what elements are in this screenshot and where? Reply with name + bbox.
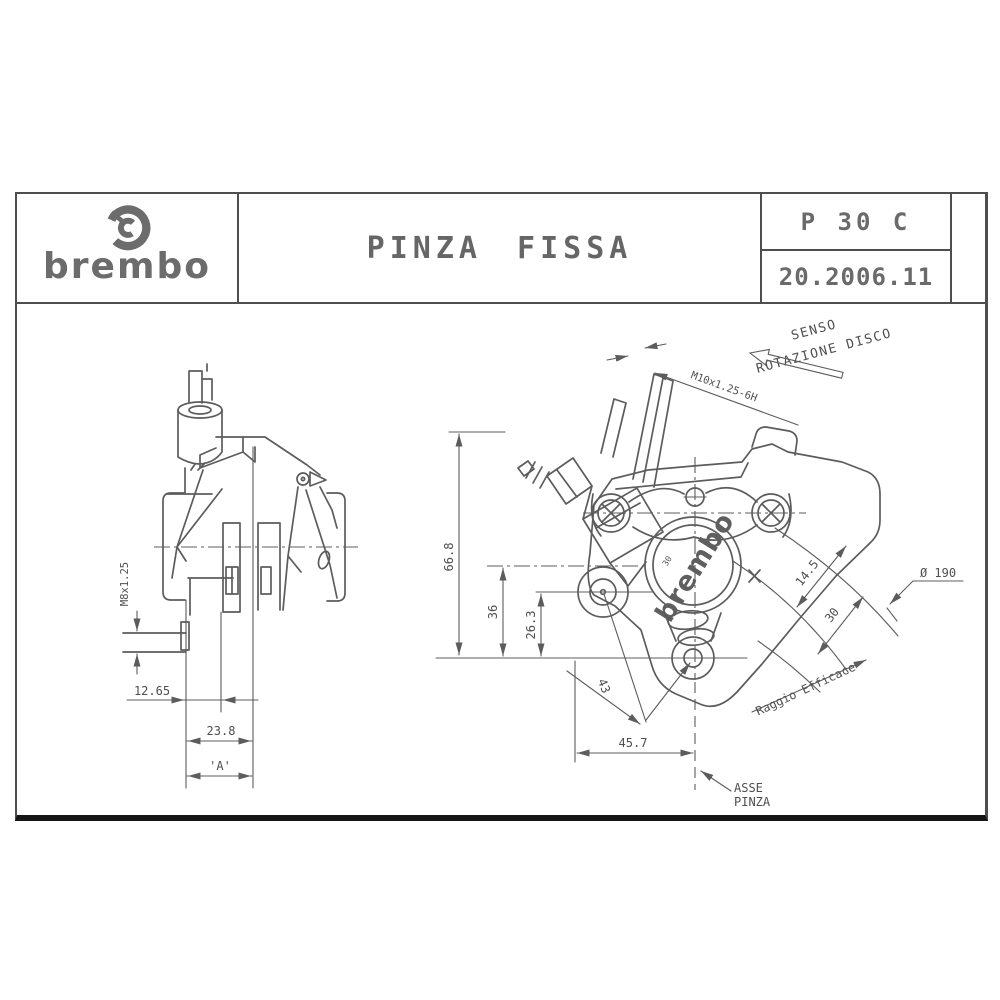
part-code: P 30 C bbox=[762, 194, 950, 251]
title-block-code-cell: P 30 C 20.2006.11 bbox=[762, 194, 952, 302]
asse-pinza-callout: ASSE PINZA bbox=[700, 770, 771, 809]
front-height-value: 66.8 bbox=[442, 543, 456, 572]
thread-callout: M10x1.25-6H bbox=[606, 342, 799, 426]
front-30-dimension: 30 bbox=[817, 596, 864, 655]
asse-pinza-line1: ASSE bbox=[734, 781, 763, 795]
front-height-dimension: 66.8 bbox=[442, 433, 463, 656]
senso-line1: SENSO bbox=[790, 317, 839, 344]
side-total-dimension: 'A' bbox=[186, 759, 253, 780]
side-offset-dimension: 12.65 bbox=[126, 684, 259, 704]
side-width-dimension: 23.8 bbox=[186, 724, 253, 745]
front-145-value: 14.5 bbox=[793, 557, 822, 588]
front-145-dimension: 14.5 bbox=[793, 545, 847, 608]
front-263-value: 26.3 bbox=[524, 611, 538, 640]
front-457-dimension: 45.7 bbox=[574, 660, 694, 763]
title-block-logo-cell: brembo bbox=[17, 194, 239, 302]
front-36-value: 36 bbox=[486, 605, 500, 619]
cast-number: 30 bbox=[661, 555, 675, 569]
side-offset-value: 12.65 bbox=[134, 684, 170, 698]
raggio-efficace-callout: Raggio Efficace bbox=[751, 659, 867, 718]
raggio-efficace-label: Raggio Efficace bbox=[754, 660, 858, 718]
front-36-dimension: 36 bbox=[486, 567, 507, 657]
front-263-dimension: 26.3 bbox=[524, 593, 545, 657]
front-43-dimension: 43 bbox=[566, 593, 691, 725]
side-total-value: 'A' bbox=[209, 759, 231, 773]
drawing-title: PINZA FISSA bbox=[366, 230, 633, 266]
drawing-frame: brembo PINZA FISSA P 30 C 20.2006.11 bbox=[15, 192, 988, 821]
brembo-wordmark: brembo bbox=[43, 246, 211, 287]
side-view: M8x1.25 12.65 23.8 'A' bbox=[119, 363, 358, 789]
rotation-arrow-icon bbox=[748, 348, 844, 379]
brembo-logo-icon bbox=[105, 205, 151, 251]
title-block: brembo PINZA FISSA P 30 C 20.2006.11 bbox=[17, 194, 985, 304]
front-30-value: 30 bbox=[822, 605, 842, 625]
front-457-value: 45.7 bbox=[619, 736, 648, 750]
side-thread-dimension: M8x1.25 bbox=[119, 562, 141, 675]
front-43-value: 43 bbox=[595, 677, 613, 696]
title-block-title-cell: PINZA FISSA bbox=[239, 194, 762, 302]
thread-value: M10x1.25-6H bbox=[689, 369, 758, 404]
banjo-bleed-assembly bbox=[517, 373, 674, 587]
disc-diameter-callout: Ø 190 bbox=[886, 566, 964, 622]
rotation-direction-callout: SENSO ROTAZIONE DISCO bbox=[748, 317, 894, 379]
disc-diameter-value: Ø 190 bbox=[920, 566, 956, 580]
disc-arcs bbox=[732, 527, 899, 693]
asse-pinza-line2: PINZA bbox=[734, 795, 771, 809]
side-width-value: 23.8 bbox=[207, 724, 236, 738]
side-thread-label: M8x1.25 bbox=[119, 562, 131, 606]
part-number: 20.2006.11 bbox=[778, 262, 934, 291]
front-view: brembo 30 bbox=[435, 317, 964, 809]
